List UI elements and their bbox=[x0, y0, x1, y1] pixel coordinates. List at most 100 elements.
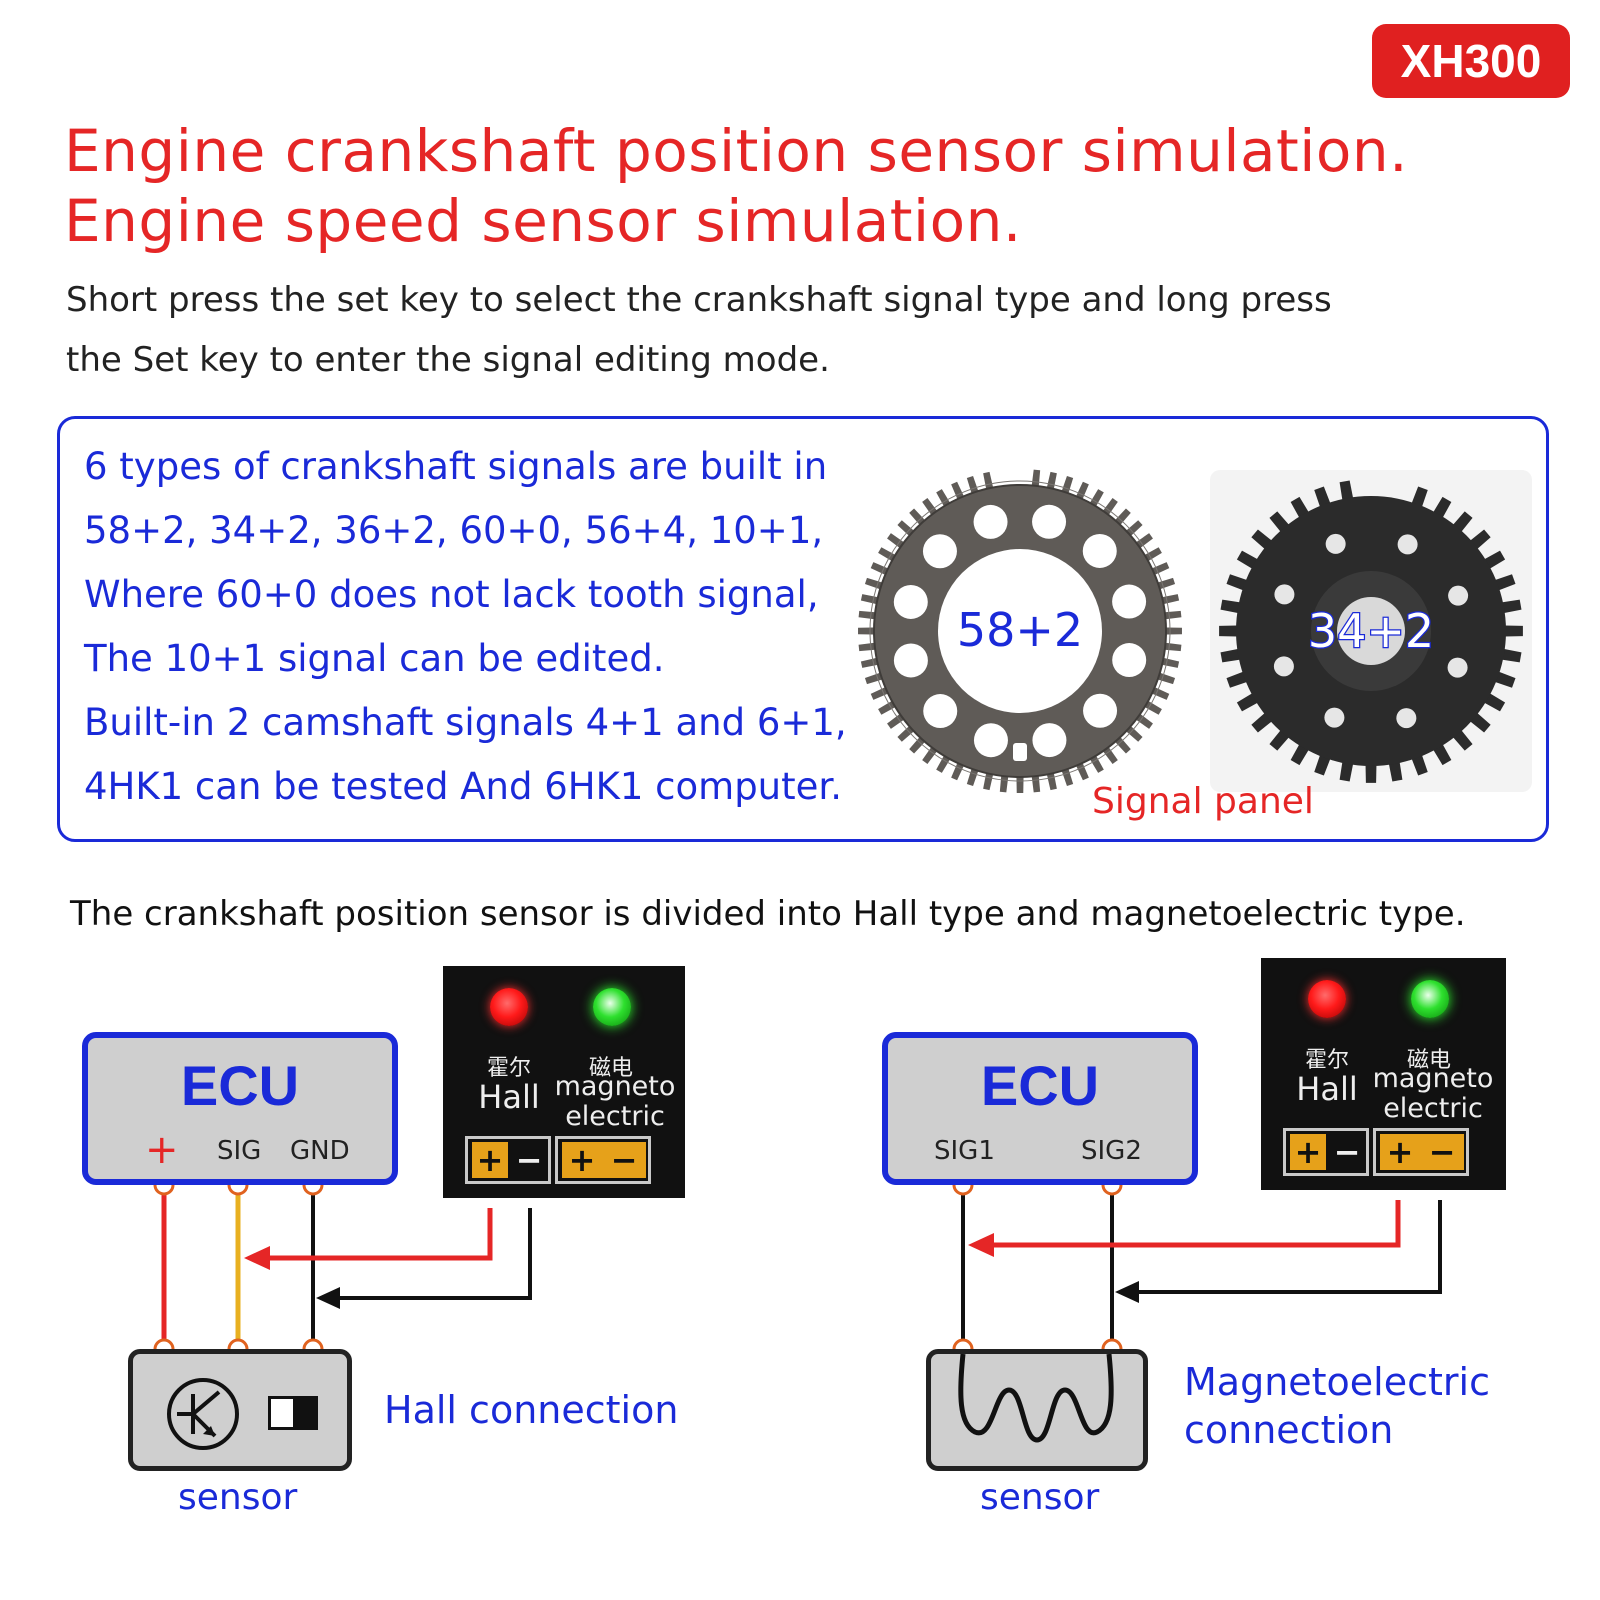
magneto-terminal-bar bbox=[1380, 1134, 1464, 1170]
hall-terminal-plus: + bbox=[1290, 1134, 1326, 1170]
wheel-pin-hole bbox=[1042, 527, 1050, 535]
wheel-hole bbox=[922, 534, 957, 569]
magneto-terminal-plus: + bbox=[568, 1141, 596, 1179]
wheel-hole bbox=[1325, 533, 1346, 554]
info-line: 58+2, 34+2, 36+2, 60+0, 56+4, 10+1, bbox=[84, 509, 824, 552]
wheel-hole bbox=[1112, 643, 1147, 678]
hall-led-red bbox=[1308, 980, 1346, 1018]
wheel-hole bbox=[1032, 504, 1067, 539]
wheel-rim bbox=[869, 480, 1171, 782]
info-line: The 10+1 signal can be edited. bbox=[84, 637, 665, 680]
hall-led-red bbox=[490, 988, 528, 1026]
hall-cn-label: 霍尔 bbox=[486, 1056, 531, 1081]
title-line-1: Engine crankshaft position sensor simula… bbox=[64, 117, 1409, 185]
hall-ecu-box: ECU bbox=[82, 1032, 398, 1185]
pin-gnd-label: GND bbox=[290, 1136, 350, 1166]
wheel-hole bbox=[973, 504, 1008, 539]
magneto-ecu-box: ECU bbox=[882, 1032, 1198, 1185]
wheel-hole bbox=[1032, 723, 1067, 758]
wheel-hole bbox=[1274, 584, 1295, 605]
sensor-type-caption: The crankshaft position sensor is divide… bbox=[70, 894, 1466, 934]
wire-magneto-minus-to-sig2 bbox=[1135, 1200, 1442, 1294]
model-badge: XH300 bbox=[1372, 24, 1570, 98]
hall-cn-label: 霍尔 bbox=[1304, 1048, 1349, 1073]
wire-hall-plus-to-sig bbox=[265, 1208, 493, 1261]
pin-sig-label: SIG bbox=[217, 1136, 262, 1166]
info-line: 6 types of crankshaft signals are built … bbox=[84, 445, 828, 488]
wheel-hole bbox=[1324, 707, 1345, 728]
hall-en-label: Hall bbox=[1296, 1070, 1358, 1108]
magneto-en-label-1: magneto bbox=[554, 1071, 676, 1102]
arrow-black-head bbox=[316, 1287, 340, 1309]
wheel-hole bbox=[893, 643, 928, 678]
wire-magneto-plus-to-sig1 bbox=[990, 1200, 1401, 1248]
trigger-wheel-34-2: 34+2 bbox=[1210, 470, 1532, 792]
trigger-wheel-58-2: 58+2 bbox=[858, 469, 1182, 793]
wire-hall-minus-to-gnd bbox=[335, 1208, 532, 1300]
magneto-terminal-minus: − bbox=[610, 1141, 638, 1179]
coil-icon bbox=[958, 1354, 1114, 1443]
transistor-icon bbox=[167, 1378, 239, 1450]
hall-sensor-box bbox=[128, 1349, 352, 1471]
hall-sensor-label: sensor bbox=[178, 1477, 298, 1518]
hall-connection-label: Hall connection bbox=[384, 1388, 679, 1432]
wheel-58-2-label: 58+2 bbox=[957, 603, 1083, 657]
magnet-icon bbox=[268, 1396, 318, 1430]
magneto-sensor-label: sensor bbox=[980, 1477, 1100, 1518]
magneto-connection-label-2: connection bbox=[1184, 1408, 1394, 1452]
hall-terminal-group: + − bbox=[465, 1136, 551, 1184]
magneto-terminal-plus: + bbox=[1386, 1133, 1414, 1171]
magneto-led-green bbox=[593, 988, 631, 1026]
magneto-terminal-minus: − bbox=[1428, 1133, 1456, 1171]
magneto-cn-label: 磁电 bbox=[588, 1056, 633, 1081]
magneto-en-label-2: electric bbox=[1383, 1093, 1483, 1124]
wheel-hole bbox=[1396, 708, 1417, 729]
pin-plus-label: + bbox=[145, 1127, 179, 1173]
wheel-slot bbox=[1013, 743, 1027, 761]
wheel-hole bbox=[1397, 534, 1418, 555]
signal-panel-label: Signal panel bbox=[1092, 781, 1314, 822]
hall-signal-output-panel: 霍尔 Hall 磁电 magneto electric + − + − bbox=[443, 966, 685, 1198]
hall-terminal-minus: − bbox=[515, 1141, 543, 1179]
wheel-center-hole bbox=[938, 549, 1102, 713]
wheel-hole bbox=[973, 723, 1008, 758]
magneto-terminal-group: + − bbox=[555, 1136, 651, 1184]
magneto-terminal-bar bbox=[562, 1142, 646, 1178]
magneto-en-label-2: electric bbox=[565, 1101, 665, 1132]
info-line: Built-in 2 camshaft signals 4+1 and 6+1, bbox=[84, 701, 847, 744]
magneto-connection-label-1: Magnetoelectric bbox=[1184, 1360, 1490, 1404]
magneto-led-green bbox=[1411, 980, 1449, 1018]
magneto-sensor-box bbox=[926, 1349, 1148, 1471]
magneto-signal-output-panel: 霍尔 Hall 磁电 magneto electric + − + − bbox=[1261, 958, 1506, 1190]
wheel-center-hole bbox=[1337, 597, 1405, 665]
subtitle-line-1: Short press the set key to select the cr… bbox=[66, 280, 1332, 320]
subtitle-line-2: the Set key to enter the signal editing … bbox=[66, 340, 830, 380]
pin-sig2-label: SIG2 bbox=[1081, 1136, 1142, 1166]
hall-en-label: Hall bbox=[478, 1078, 540, 1116]
hall-terminal-plus: + bbox=[472, 1142, 508, 1178]
wheel-hole bbox=[923, 694, 958, 729]
wheel-hole bbox=[1273, 656, 1294, 677]
title-line-2: Engine speed sensor simulation. bbox=[64, 187, 1022, 255]
pin-sig1-label: SIG1 bbox=[934, 1136, 995, 1166]
wheel-hole bbox=[1112, 584, 1147, 619]
wheel-hole bbox=[893, 584, 928, 619]
magneto-cn-label: 磁电 bbox=[1406, 1048, 1451, 1073]
wheel-hole bbox=[1082, 533, 1117, 568]
wheel-hole bbox=[1447, 657, 1468, 678]
wheel-34-2-label: 34+2 bbox=[1308, 604, 1434, 658]
magneto-terminal-group: + − bbox=[1373, 1128, 1469, 1176]
info-line: Where 60+0 does not lack tooth signal, bbox=[84, 573, 819, 616]
info-box bbox=[57, 416, 1549, 842]
hall-terminal-group: + − bbox=[1283, 1128, 1369, 1176]
arrow-red-head bbox=[244, 1246, 270, 1270]
ecu-title: ECU bbox=[180, 1054, 300, 1117]
arrow-black-head bbox=[1115, 1281, 1139, 1303]
wheel-hole bbox=[1083, 693, 1118, 728]
info-line: 4HK1 can be tested And 6HK1 computer. bbox=[84, 765, 842, 808]
wheel-holes bbox=[893, 504, 1147, 758]
arrow-red-head bbox=[968, 1233, 994, 1257]
hall-terminal-minus: − bbox=[1333, 1133, 1361, 1171]
magneto-en-label-1: magneto bbox=[1372, 1063, 1494, 1094]
wheel-hole bbox=[1448, 585, 1469, 606]
